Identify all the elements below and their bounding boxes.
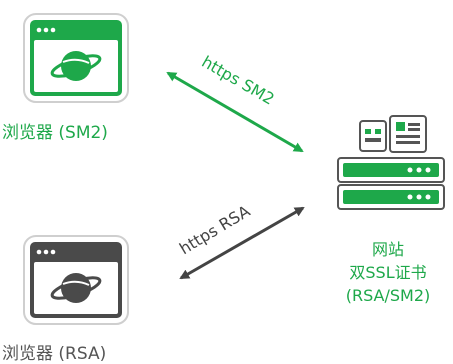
browser-rsa-label: 浏览器 (RSA) [2, 344, 107, 364]
server-label-line-1: 网站 [371, 240, 404, 259]
browser-sm2-label: 浏览器 (SM2) [2, 123, 108, 143]
globe-icon [50, 51, 102, 81]
browser-sm2-icon [23, 13, 129, 103]
server-label-line-3: (RSA/SM2) [345, 286, 431, 305]
browser-rsa-icon [23, 235, 129, 325]
server-label-line-2: 双SSL证书 [349, 263, 427, 282]
globe-icon [50, 273, 102, 303]
arrow-sm2 [166, 71, 304, 153]
server-icon [337, 115, 445, 210]
certificate-icon [359, 115, 427, 153]
arrow-rsa [179, 206, 305, 280]
